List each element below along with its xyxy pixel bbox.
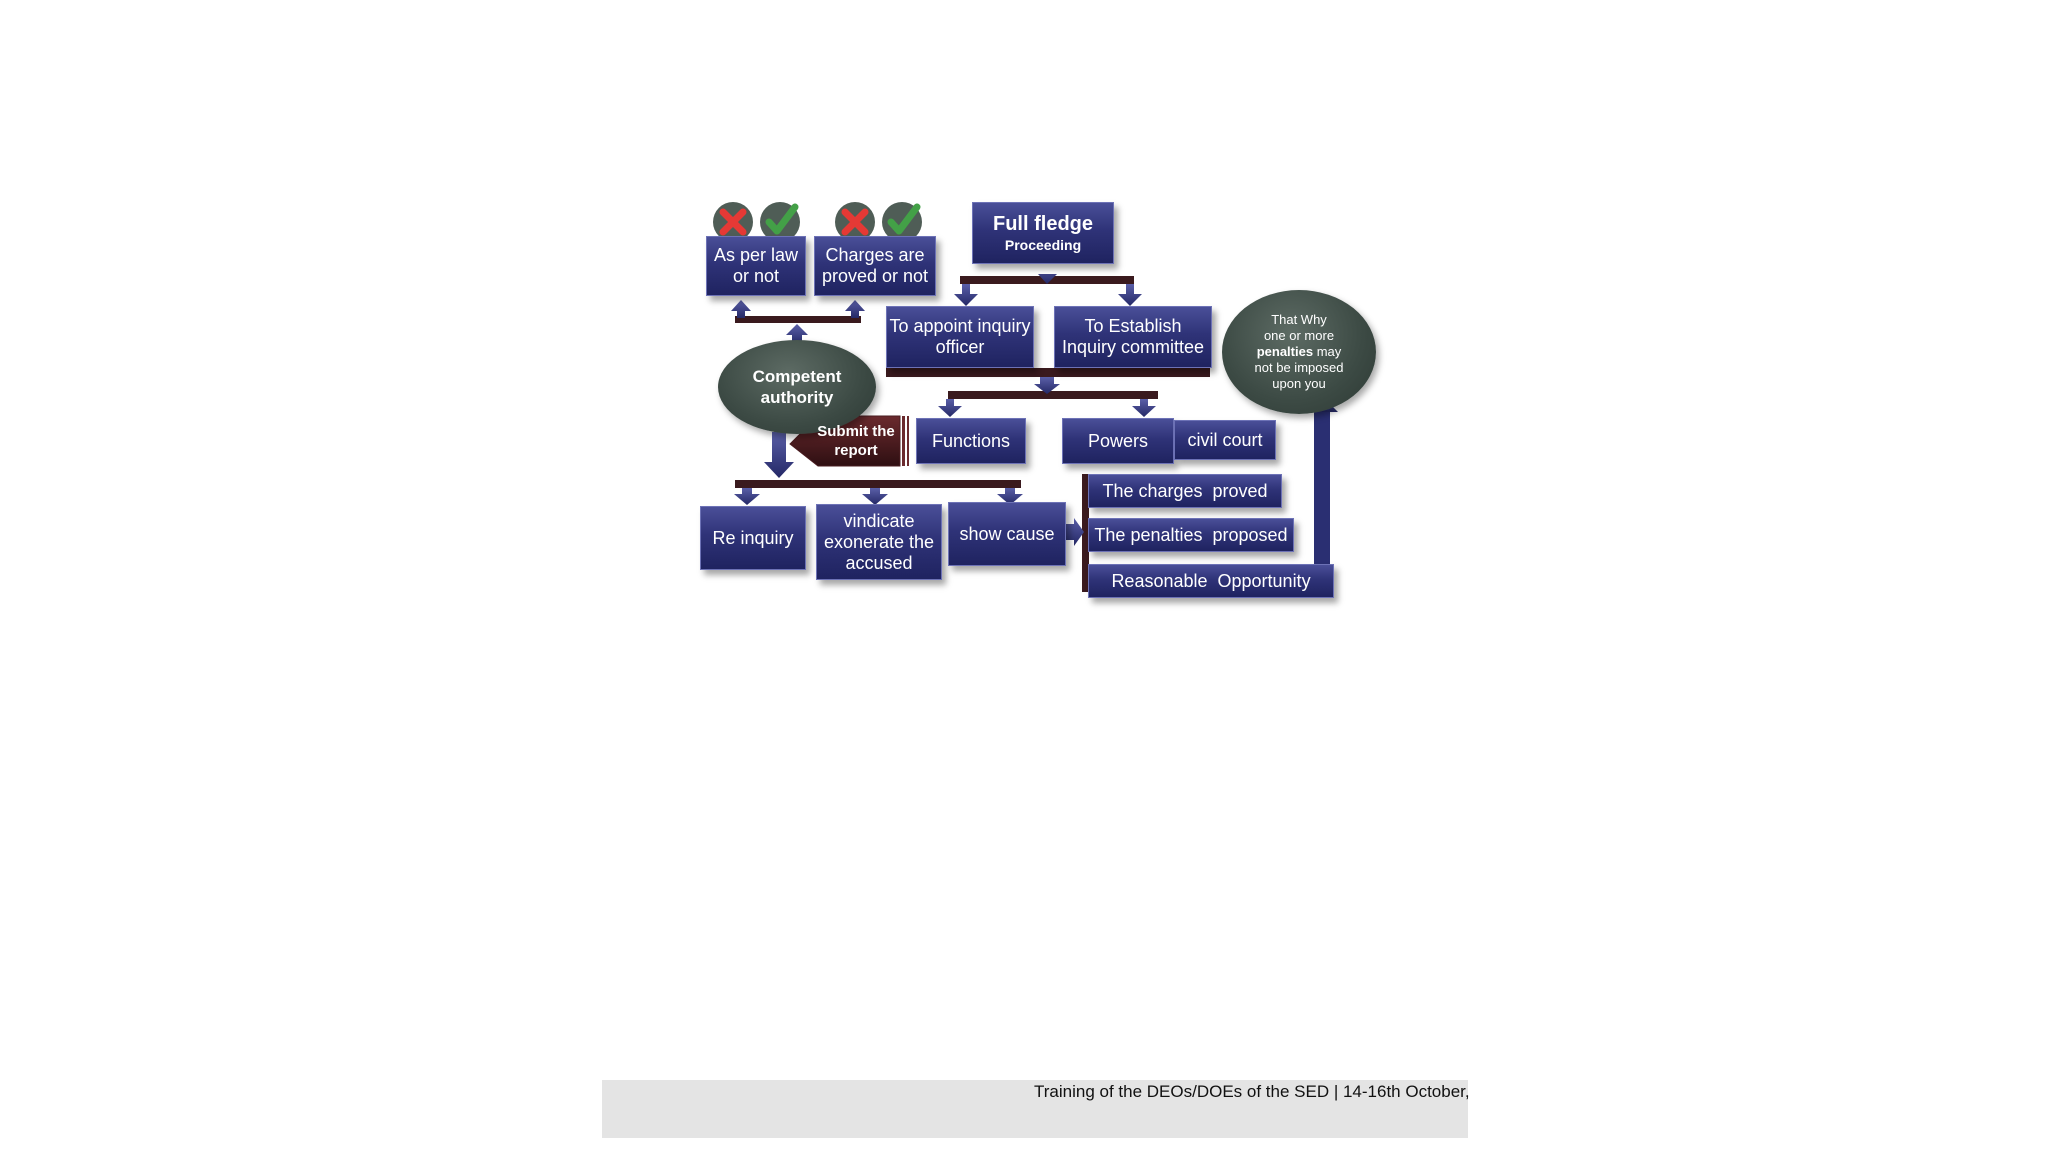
arrow-down-appoint <box>954 284 978 306</box>
why-line-4: not be imposed <box>1254 360 1344 375</box>
check-icon <box>882 202 922 242</box>
full-fledge-title: Full fledge <box>993 213 1093 235</box>
cross-icon <box>835 202 875 242</box>
charges-proved-item-box: The charges proved <box>1088 474 1282 508</box>
check-icon <box>760 202 800 242</box>
cross-icon <box>713 202 753 242</box>
submit-report-label-wrap: Submit the report <box>812 418 900 464</box>
re-inquiry-box: Re inquiry <box>700 506 806 570</box>
arrow-down-full-fledge <box>1038 264 1057 284</box>
arrow-shaft-reasonable <box>1314 410 1330 570</box>
why-penalties-oval: That Why one or more penalties may not b… <box>1222 290 1376 414</box>
vindicate-label: vindicate exonerate the accused <box>823 510 935 573</box>
connector-bar-top-left <box>735 316 861 323</box>
why-line-5: upon you <box>1272 376 1326 391</box>
full-fledge-subtitle: Proceeding <box>1004 237 1082 253</box>
why-bold-penalties: penalties <box>1256 344 1314 359</box>
arrow-down-competent <box>764 432 794 478</box>
as-per-law-label: As per law or not <box>713 245 799 286</box>
arrow-up-competent <box>786 324 808 345</box>
submit-report-stripe-2 <box>907 416 909 466</box>
arrow-down-establish <box>1118 284 1142 306</box>
reasonable-opportunity-label: Reasonable Opportunity <box>1111 570 1311 591</box>
penalties-proposed-box: The penalties proposed <box>1088 518 1294 552</box>
arrow-up-as-per-law <box>731 300 751 318</box>
connector-bar-under-appoint <box>886 368 1210 377</box>
why-line-1: That Why <box>1271 312 1327 327</box>
show-cause-label: show cause <box>959 523 1055 544</box>
charges-proved-item-label: The charges proved <box>1102 480 1268 501</box>
powers-label: Powers <box>1087 430 1149 451</box>
arrow-down-re-inquiry <box>734 488 760 505</box>
why-line-2: one or more <box>1263 328 1335 343</box>
connector-bar-functions-powers <box>948 391 1158 399</box>
functions-label: Functions <box>931 430 1011 451</box>
arrow-right-show-cause <box>1066 518 1084 546</box>
appoint-officer-box: To appoint inquiry officer <box>886 306 1034 368</box>
as-per-law-box: As per law or not <box>706 236 806 296</box>
why-line-3: may <box>1316 344 1342 359</box>
civil-court-label: civil court <box>1187 429 1263 450</box>
footer-text: Training of the DEOs/DOEs of the SED | 1… <box>1034 1082 1470 1101</box>
submit-report-stripe-1 <box>902 416 905 466</box>
arrow-up-charges <box>845 300 865 318</box>
arrow-down-functions <box>938 399 962 417</box>
civil-court-box: civil court <box>1174 420 1276 460</box>
powers-box: Powers <box>1062 418 1174 464</box>
full-fledge-box: Full fledge Proceeding <box>972 202 1114 264</box>
connector-bar-bottom <box>735 480 1021 488</box>
penalties-proposed-label: The penalties proposed <box>1094 524 1288 545</box>
arrow-down-show-cause <box>997 488 1023 505</box>
submit-report-label: Submit the report <box>817 423 895 459</box>
competent-authority-label: Competent authority <box>752 367 842 407</box>
show-cause-box: show cause <box>948 502 1066 566</box>
connector-bar-list <box>1082 474 1089 592</box>
charges-proved-label: Charges are proved or not <box>821 245 929 286</box>
appoint-officer-label: To appoint inquiry officer <box>889 316 1031 357</box>
arrow-down-center <box>1034 377 1060 394</box>
functions-box: Functions <box>916 418 1026 464</box>
arrow-down-vindicate <box>862 488 888 505</box>
re-inquiry-label: Re inquiry <box>712 527 794 548</box>
reasonable-opportunity-box: Reasonable Opportunity <box>1088 564 1334 598</box>
charges-proved-box: Charges are proved or not <box>814 236 936 296</box>
footer-bar <box>602 1080 1468 1138</box>
vindicate-box: vindicate exonerate the accused <box>816 504 942 580</box>
why-text: That Why one or more penalties may not b… <box>1249 312 1349 392</box>
establish-committee-box: To Establish Inquiry committee <box>1054 306 1212 368</box>
arrow-down-powers <box>1132 399 1156 417</box>
competent-authority-oval: Competent authority <box>718 340 876 434</box>
establish-committee-label: To Establish Inquiry committee <box>1061 316 1205 357</box>
